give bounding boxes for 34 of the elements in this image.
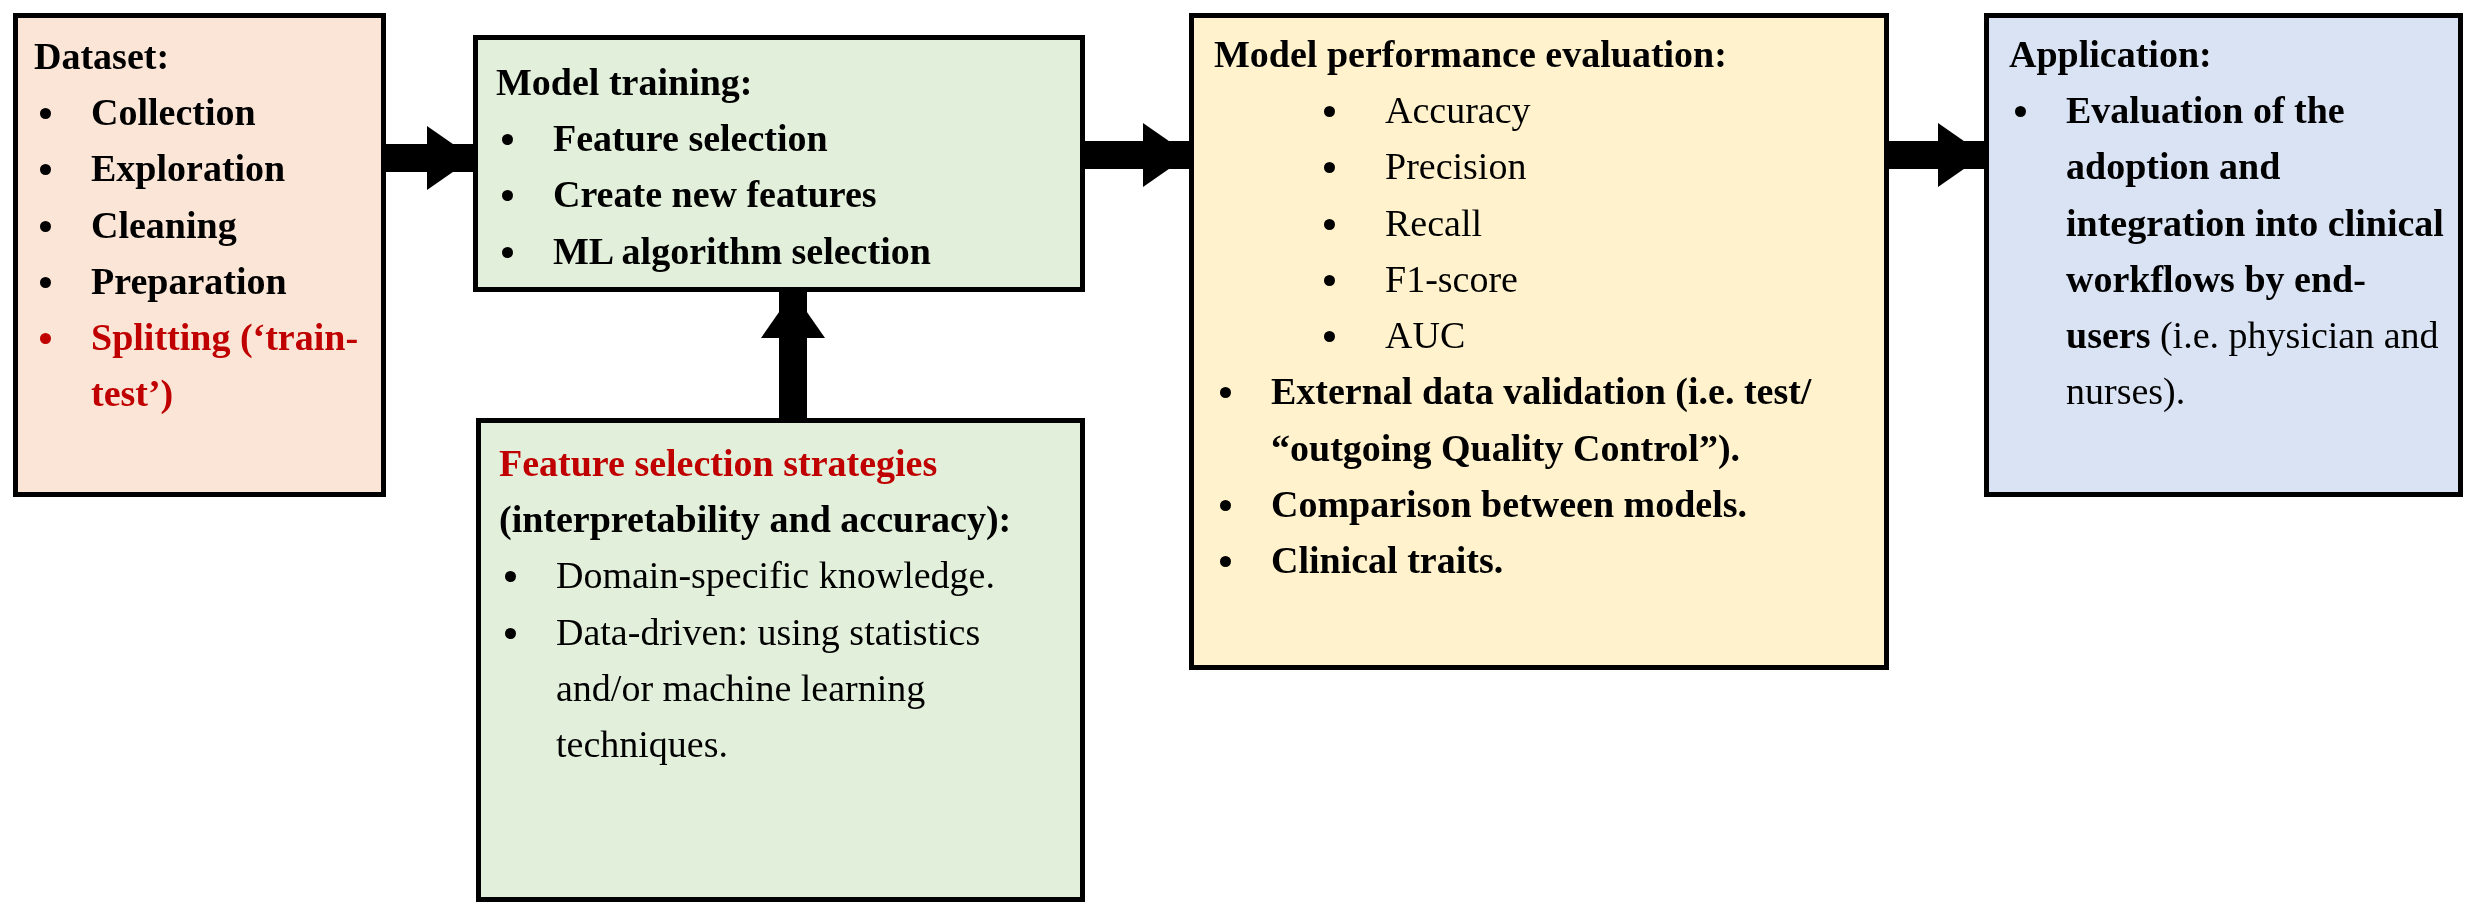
list-item-text: Comparison between models. bbox=[1271, 481, 1748, 527]
heading-text: Feature selection strategies bbox=[499, 441, 939, 486]
heading-text: Application: bbox=[2009, 32, 2213, 77]
heading-text: Model performance evaluation: bbox=[1214, 32, 1728, 77]
arrow bbox=[761, 292, 825, 418]
list-item-text: AUC bbox=[1385, 313, 1466, 359]
list-item-text: Create new features bbox=[553, 172, 877, 218]
list-item-text: Collection bbox=[91, 90, 256, 136]
list-item-text: Preparation bbox=[91, 258, 287, 304]
process-box bbox=[476, 418, 1085, 902]
process-box bbox=[1984, 13, 2463, 497]
list-item-text: Data-driven: using statistics and/or machine learning techniques. bbox=[556, 609, 982, 768]
heading-text: (interpretability and accuracy): bbox=[499, 497, 1013, 543]
heading-text: Dataset: bbox=[34, 34, 171, 79]
arrow bbox=[1889, 123, 1984, 187]
arrow bbox=[1085, 123, 1189, 187]
list-item-text: Splitting (‘train-test’) bbox=[91, 315, 360, 417]
list-item-text: Exploration bbox=[91, 146, 286, 192]
list-item-text: Evaluation of the adoption and integration into clinical workflows by end-users (i.e. physician and nurses). bbox=[2066, 88, 2445, 415]
list-item-text: Recall bbox=[1385, 200, 1483, 246]
list-item-text: Domain-specific knowledge. bbox=[556, 553, 995, 599]
process-box bbox=[473, 35, 1085, 292]
heading-text: Model training: bbox=[496, 60, 754, 105]
list-item-text: Cleaning bbox=[91, 202, 237, 248]
list-item-text: Clinical traits. bbox=[1271, 538, 1504, 584]
list-item-text: ML algorithm selection bbox=[553, 228, 931, 274]
list-item-text: Feature selection bbox=[553, 116, 828, 162]
arrow bbox=[386, 126, 473, 190]
process-box bbox=[13, 13, 386, 497]
list-item-text: External data validation (i.e. test/ “outgoing Quality Control”). bbox=[1271, 369, 1813, 471]
list-item-text: Accuracy bbox=[1385, 88, 1531, 134]
process-box bbox=[1189, 13, 1889, 670]
list-item-text: Precision bbox=[1385, 144, 1527, 190]
list-item-text: F1-score bbox=[1385, 256, 1518, 302]
